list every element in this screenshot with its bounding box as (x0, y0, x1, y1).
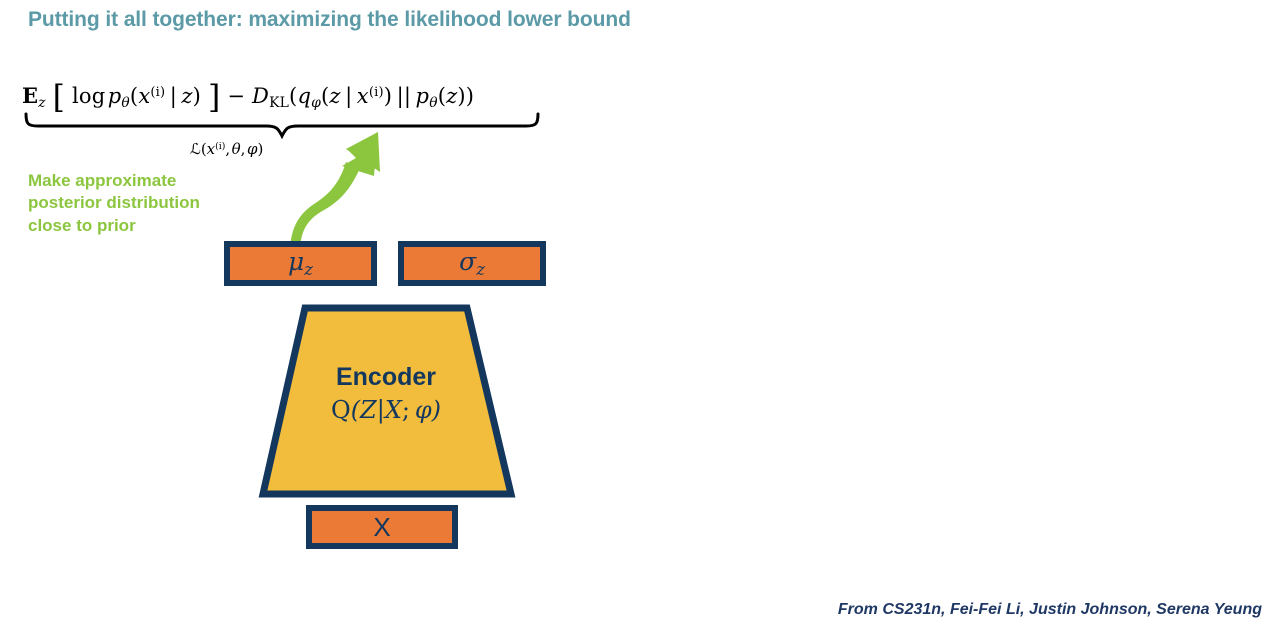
node-mu-z-label: μz (288, 246, 313, 279)
kl-annotation-text: Make approximate posterior distribution … (28, 170, 233, 237)
attribution-text: From CS231n, Fei-Fei Li, Justin Johnson,… (837, 601, 1262, 618)
kl-annotation-line-3: close to prior (28, 215, 136, 235)
node-sigma-z[interactable]: σz (398, 241, 546, 286)
kl-annotation-line-2: posterior distribution (28, 193, 200, 213)
formula-expression: Ez [ log pθ(x(i) | z) ] − DKL(qφ(z | x(i… (22, 80, 475, 116)
likelihood-lower-bound-formula: Ez [ log pθ(x(i) | z) ] − DKL(qφ(z | x(i… (22, 80, 562, 170)
underbrace-icon (24, 112, 540, 140)
page-title: Putting it all together: maximizing the … (28, 8, 631, 31)
encoder-block[interactable]: Encoder Q(Z|X; φ) (255, 302, 517, 500)
node-mu-z[interactable]: μz (224, 241, 377, 286)
node-input-x-label: X (373, 512, 391, 542)
node-sigma-z-label: σz (459, 246, 485, 279)
curved-arrow-icon (290, 132, 380, 254)
kl-annotation-line-1: Make approximate (28, 171, 177, 190)
formula-underbrace-label: ℒ(x(i), θ, φ) (190, 140, 264, 158)
node-input-x[interactable]: X (306, 505, 458, 549)
trapezoid-shape-icon (258, 304, 516, 498)
